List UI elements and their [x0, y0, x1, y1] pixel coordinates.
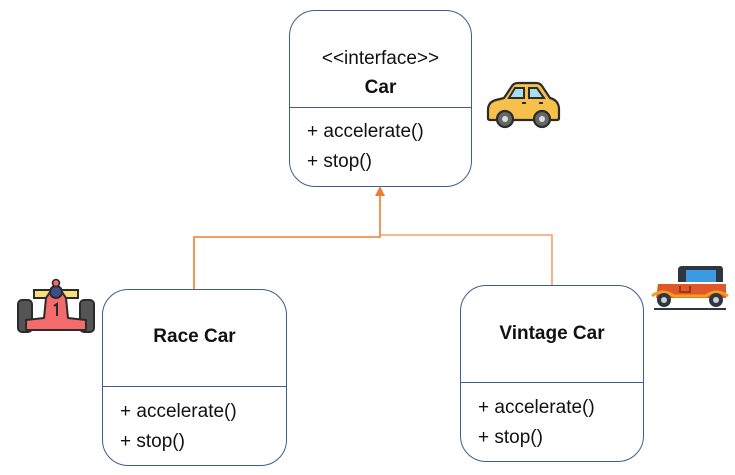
class-divider [290, 107, 471, 108]
class-divider [461, 382, 643, 383]
class-box-race-car[interactable]: Race Car + accelerate() + stop() [102, 289, 287, 466]
race-car-icon [17, 278, 95, 333]
class-box-car[interactable]: <<interface>> Car + accelerate() + stop(… [289, 10, 472, 187]
method-accelerate: + accelerate() [307, 121, 424, 142]
class-divider [103, 386, 286, 387]
method-stop: + stop() [478, 427, 543, 448]
connector-vintage-car-to-car [380, 234, 553, 285]
class-name: Race Car [153, 326, 236, 347]
yellow-car-icon [486, 81, 561, 129]
connector-race-car-to-car [193, 194, 381, 289]
class-name: Car [364, 77, 397, 98]
vintage-car-icon [651, 266, 729, 310]
method-stop: + stop() [307, 151, 372, 172]
arrowhead-icon [375, 186, 385, 196]
class-name: Vintage Car [499, 323, 605, 344]
method-stop: + stop() [120, 431, 185, 452]
class-box-vintage-car[interactable]: Vintage Car + accelerate() + stop() [460, 285, 644, 462]
method-accelerate: + accelerate() [120, 401, 237, 422]
method-accelerate: + accelerate() [478, 397, 595, 418]
class-stereotype: <<interface>> [321, 48, 440, 69]
